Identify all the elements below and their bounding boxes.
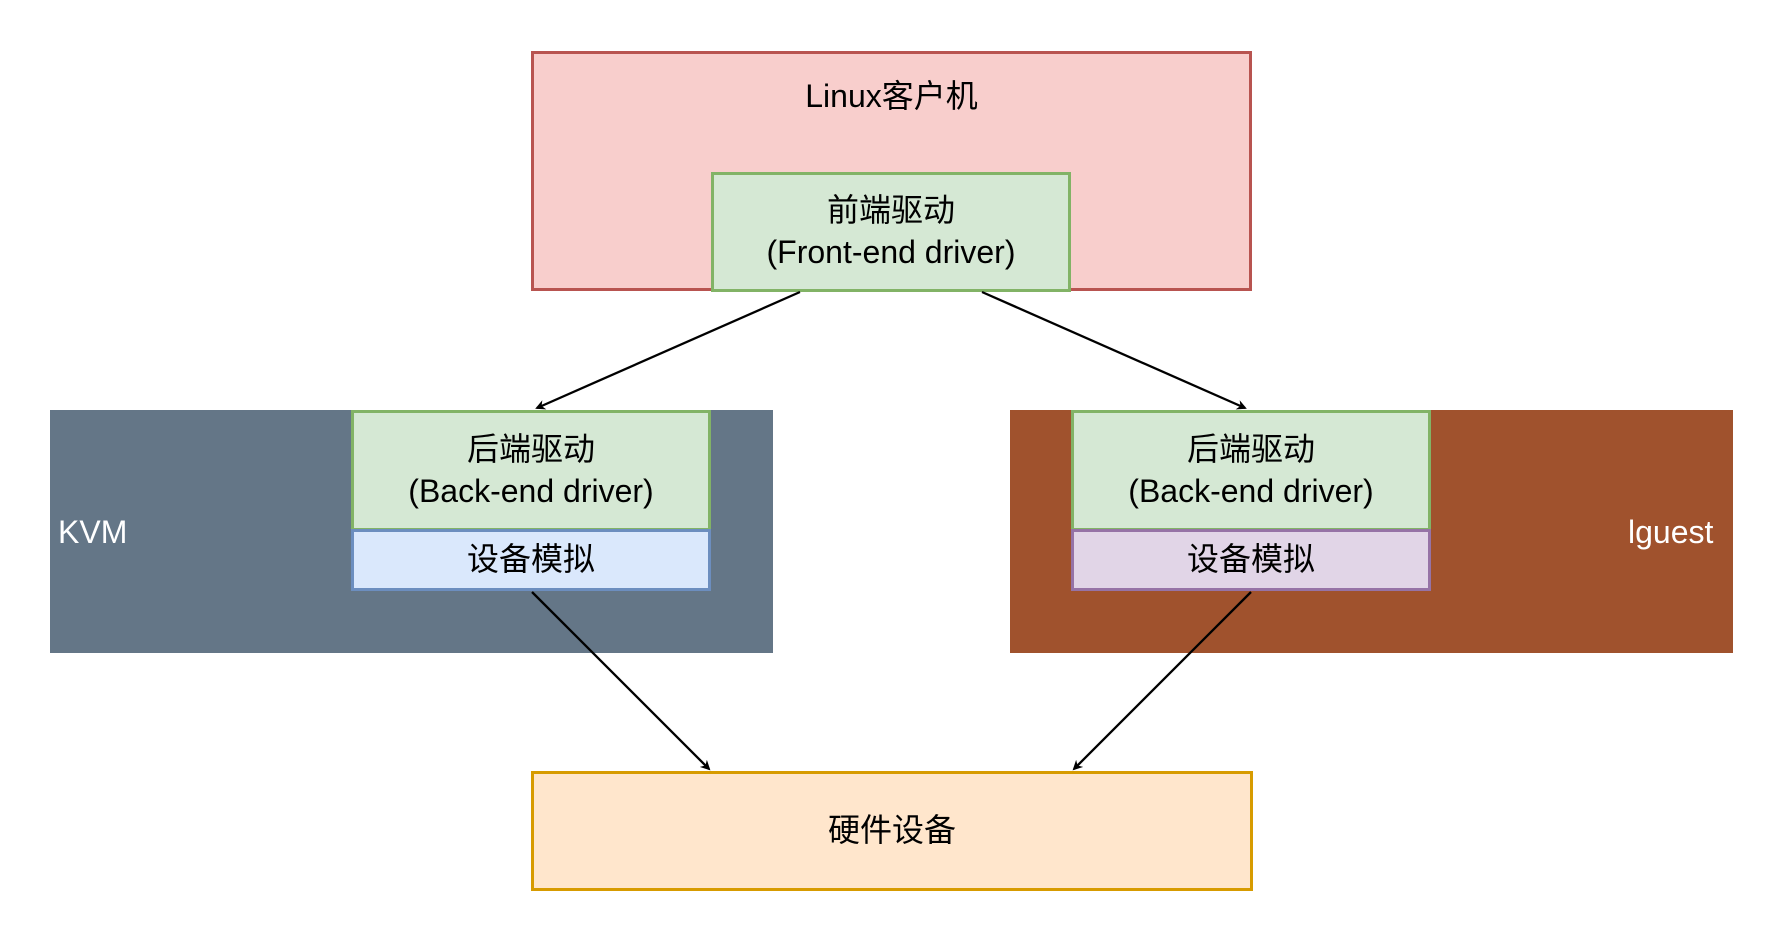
arrow-frontend-to-kvm-backend <box>535 290 801 410</box>
lguest-backend-label-en: (Back-end driver) <box>1128 472 1374 509</box>
hardware-device-box: 硬件设备 <box>531 771 1253 891</box>
lguest-backend-label-cn: 后端驱动 <box>1186 430 1315 467</box>
frontend-driver-box: 前端驱动 (Front-end driver) <box>711 172 1071 292</box>
kvm-backend-driver-box: 后端驱动 (Back-end driver) <box>351 410 711 531</box>
kvm-label: KVM <box>58 514 128 550</box>
linux-guest-label: Linux客户机 <box>805 78 978 114</box>
frontend-driver-label-en: (Front-end driver) <box>766 234 1016 270</box>
arrow-frontend-to-lguest-backend <box>981 290 1247 410</box>
lguest-device-emulation-label: 设备模拟 <box>1186 541 1315 578</box>
kvm-backend-label-en: (Back-end driver) <box>408 472 654 509</box>
frontend-driver-label-cn: 前端驱动 <box>826 192 955 229</box>
hardware-device-label: 硬件设备 <box>827 812 956 849</box>
lguest-backend-driver-box: 后端驱动 (Back-end driver) <box>1071 410 1431 531</box>
kvm-backend-label-cn: 后端驱动 <box>466 430 595 467</box>
lguest-device-emulation-box: 设备模拟 <box>1071 529 1431 591</box>
lguest-label: lguest <box>1628 514 1714 550</box>
kvm-device-emulation-box: 设备模拟 <box>351 529 711 591</box>
kvm-device-emulation-label: 设备模拟 <box>466 541 595 578</box>
